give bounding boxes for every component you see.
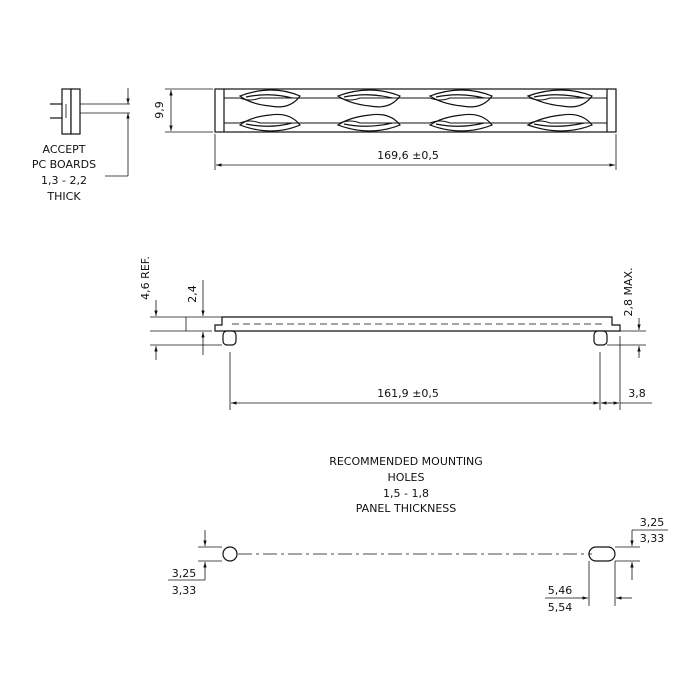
- accept-note-line-4: THICK: [46, 190, 81, 203]
- slot-height-dim-top: 3,25: [640, 516, 665, 529]
- accept-note: ACCEPT PC BOARDS 1,3 - 2,2 THICK: [32, 143, 96, 203]
- round-hole: [222, 546, 238, 562]
- accept-note-line-1: ACCEPT: [43, 143, 86, 156]
- top-height-dimension: [165, 88, 213, 133]
- right-peg: [593, 330, 608, 346]
- side-left-extensions: [150, 316, 222, 346]
- top-height-label: 9,9: [153, 101, 166, 119]
- round-hole-dim-top: 3,25: [172, 567, 197, 580]
- slot-height-dimension: [615, 529, 668, 580]
- slot-height-dim-bottom: 3,33: [640, 532, 665, 545]
- contact-upper-1: [238, 89, 301, 108]
- top-view: ACCEPT PC BOARDS 1,3 - 2,2 THICK 9,9: [32, 88, 617, 203]
- connector-side-view: [214, 316, 621, 346]
- contact-upper-4: [526, 89, 593, 108]
- contact-lower-1: [238, 113, 301, 132]
- slot-width-dim-bottom: 5,54: [548, 601, 573, 614]
- mounting-title-line-1: RECOMMENDED MOUNTING: [329, 455, 483, 468]
- left-peg: [222, 330, 237, 346]
- mounting-title-line-2: HOLES: [388, 471, 425, 484]
- side-view: 4,6 REF. 2,4 2,8 MAX.: [139, 256, 652, 410]
- pin-spacing-label: 161,9 ±0,5: [377, 387, 439, 400]
- mounting-holes-view: RECOMMENDED MOUNTING HOLES 1,5 - 1,8 PAN…: [168, 455, 668, 614]
- contact-lower-3: [428, 113, 493, 132]
- mounting-title-line-4: PANEL THICKNESS: [356, 502, 457, 515]
- slot-width-dimension: [545, 561, 632, 606]
- end-profile: [50, 88, 130, 135]
- contact-lower-2: [336, 113, 401, 132]
- pin-length-label: 2,8 MAX.: [622, 267, 635, 316]
- overall-height-label: 4,6 REF.: [139, 256, 152, 300]
- mounting-title: RECOMMENDED MOUNTING HOLES 1,5 - 1,8 PAN…: [329, 455, 483, 515]
- accept-note-line-2: PC BOARDS: [32, 158, 96, 171]
- board-thickness-dimension: [105, 88, 130, 177]
- pin-length-dimension: [607, 318, 646, 358]
- top-length-label: 169,6 ±0,5: [377, 149, 439, 162]
- contact-upper-2: [336, 89, 401, 108]
- end-offset-label: 3,8: [628, 387, 646, 400]
- contact-upper-3: [428, 89, 493, 108]
- contact-lower-4: [526, 113, 593, 132]
- round-hole-dim-bottom: 3,33: [172, 584, 197, 597]
- body-height-label: 2,4: [186, 285, 199, 303]
- slot-width-dim-top: 5,46: [548, 584, 573, 597]
- top-length-dimension: [214, 134, 617, 170]
- connector-top-view: [214, 88, 617, 133]
- mounting-title-line-3: 1,5 - 1,8: [383, 487, 429, 500]
- accept-note-line-3: 1,3 - 2,2: [41, 174, 87, 187]
- oblong-slot: [588, 546, 616, 562]
- round-hole-dimension: [168, 530, 222, 581]
- pin-spacing-dimension: [229, 336, 652, 410]
